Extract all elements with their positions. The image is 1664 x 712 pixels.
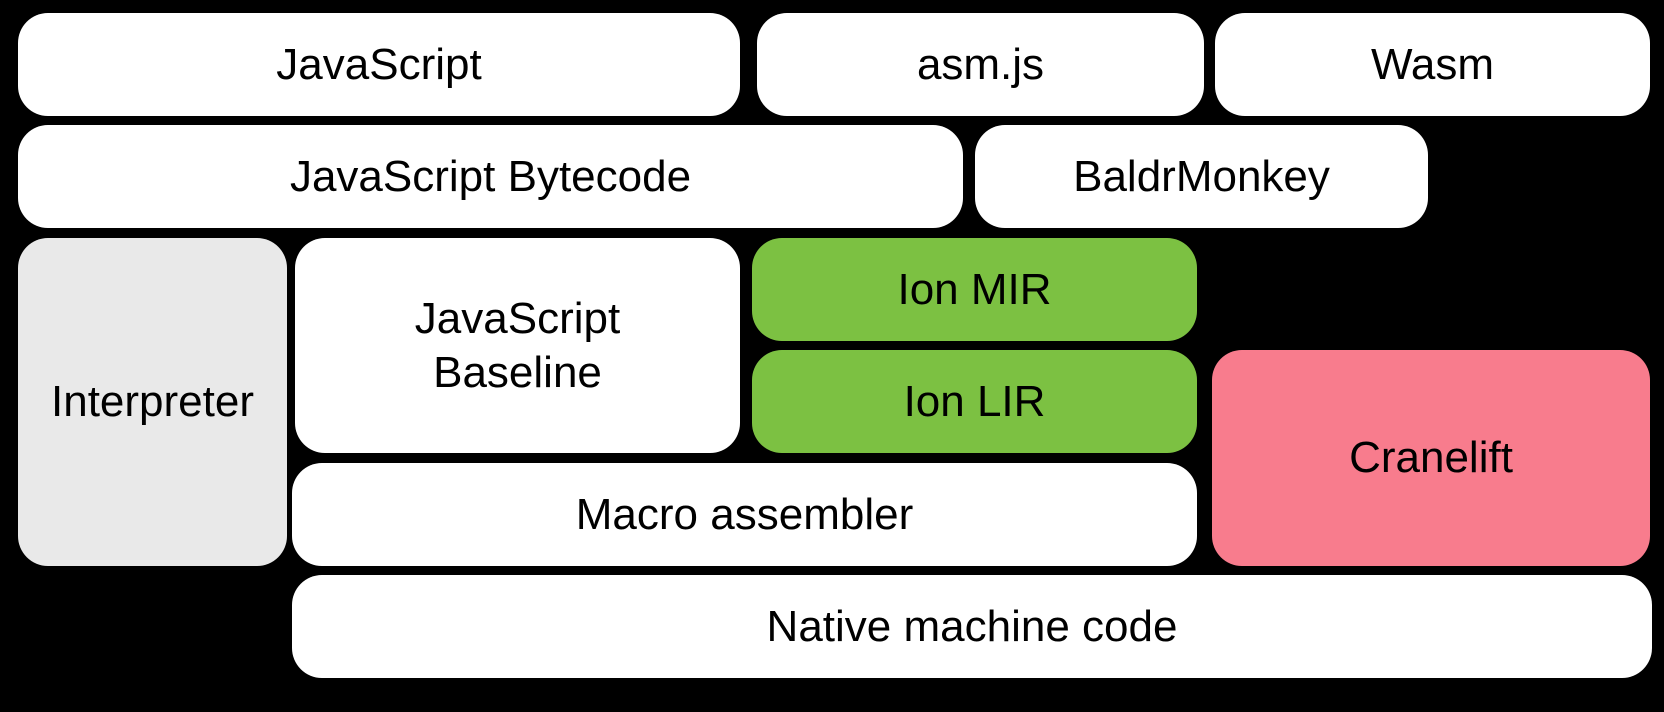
- box-wasm-label: Wasm: [1370, 39, 1495, 89]
- box-baldrmonkey: BaldrMonkey: [975, 125, 1428, 228]
- box-ion-mir-label: Ion MIR: [897, 264, 1052, 314]
- box-javascript: JavaScript: [18, 13, 740, 116]
- box-ion-lir-label: Ion LIR: [903, 376, 1046, 426]
- box-macro-assembler-label: Macro assembler: [575, 489, 914, 539]
- box-interpreter: Interpreter: [18, 238, 287, 566]
- box-native-machine-code: Native machine code: [292, 575, 1652, 678]
- box-wasm: Wasm: [1215, 13, 1650, 116]
- box-macro-assembler: Macro assembler: [292, 463, 1197, 566]
- box-cranelift-label: Cranelift: [1349, 433, 1513, 483]
- box-ion-mir: Ion MIR: [752, 238, 1197, 341]
- box-javascript-baseline: JavaScript Baseline: [295, 238, 740, 453]
- box-asmjs-label: asm.js: [916, 39, 1045, 89]
- box-javascript-label: JavaScript: [276, 39, 482, 89]
- box-javascript-bytecode: JavaScript Bytecode: [18, 125, 963, 228]
- box-interpreter-label: Interpreter: [51, 377, 254, 427]
- box-native-machine-code-label: Native machine code: [766, 601, 1178, 651]
- box-ion-lir: Ion LIR: [752, 350, 1197, 453]
- box-asmjs: asm.js: [757, 13, 1204, 116]
- box-baldrmonkey-label: BaldrMonkey: [1073, 151, 1330, 201]
- box-javascript-bytecode-label: JavaScript Bytecode: [289, 151, 692, 201]
- box-cranelift: Cranelift: [1212, 350, 1650, 566]
- box-javascript-baseline-label: JavaScript Baseline: [414, 293, 621, 397]
